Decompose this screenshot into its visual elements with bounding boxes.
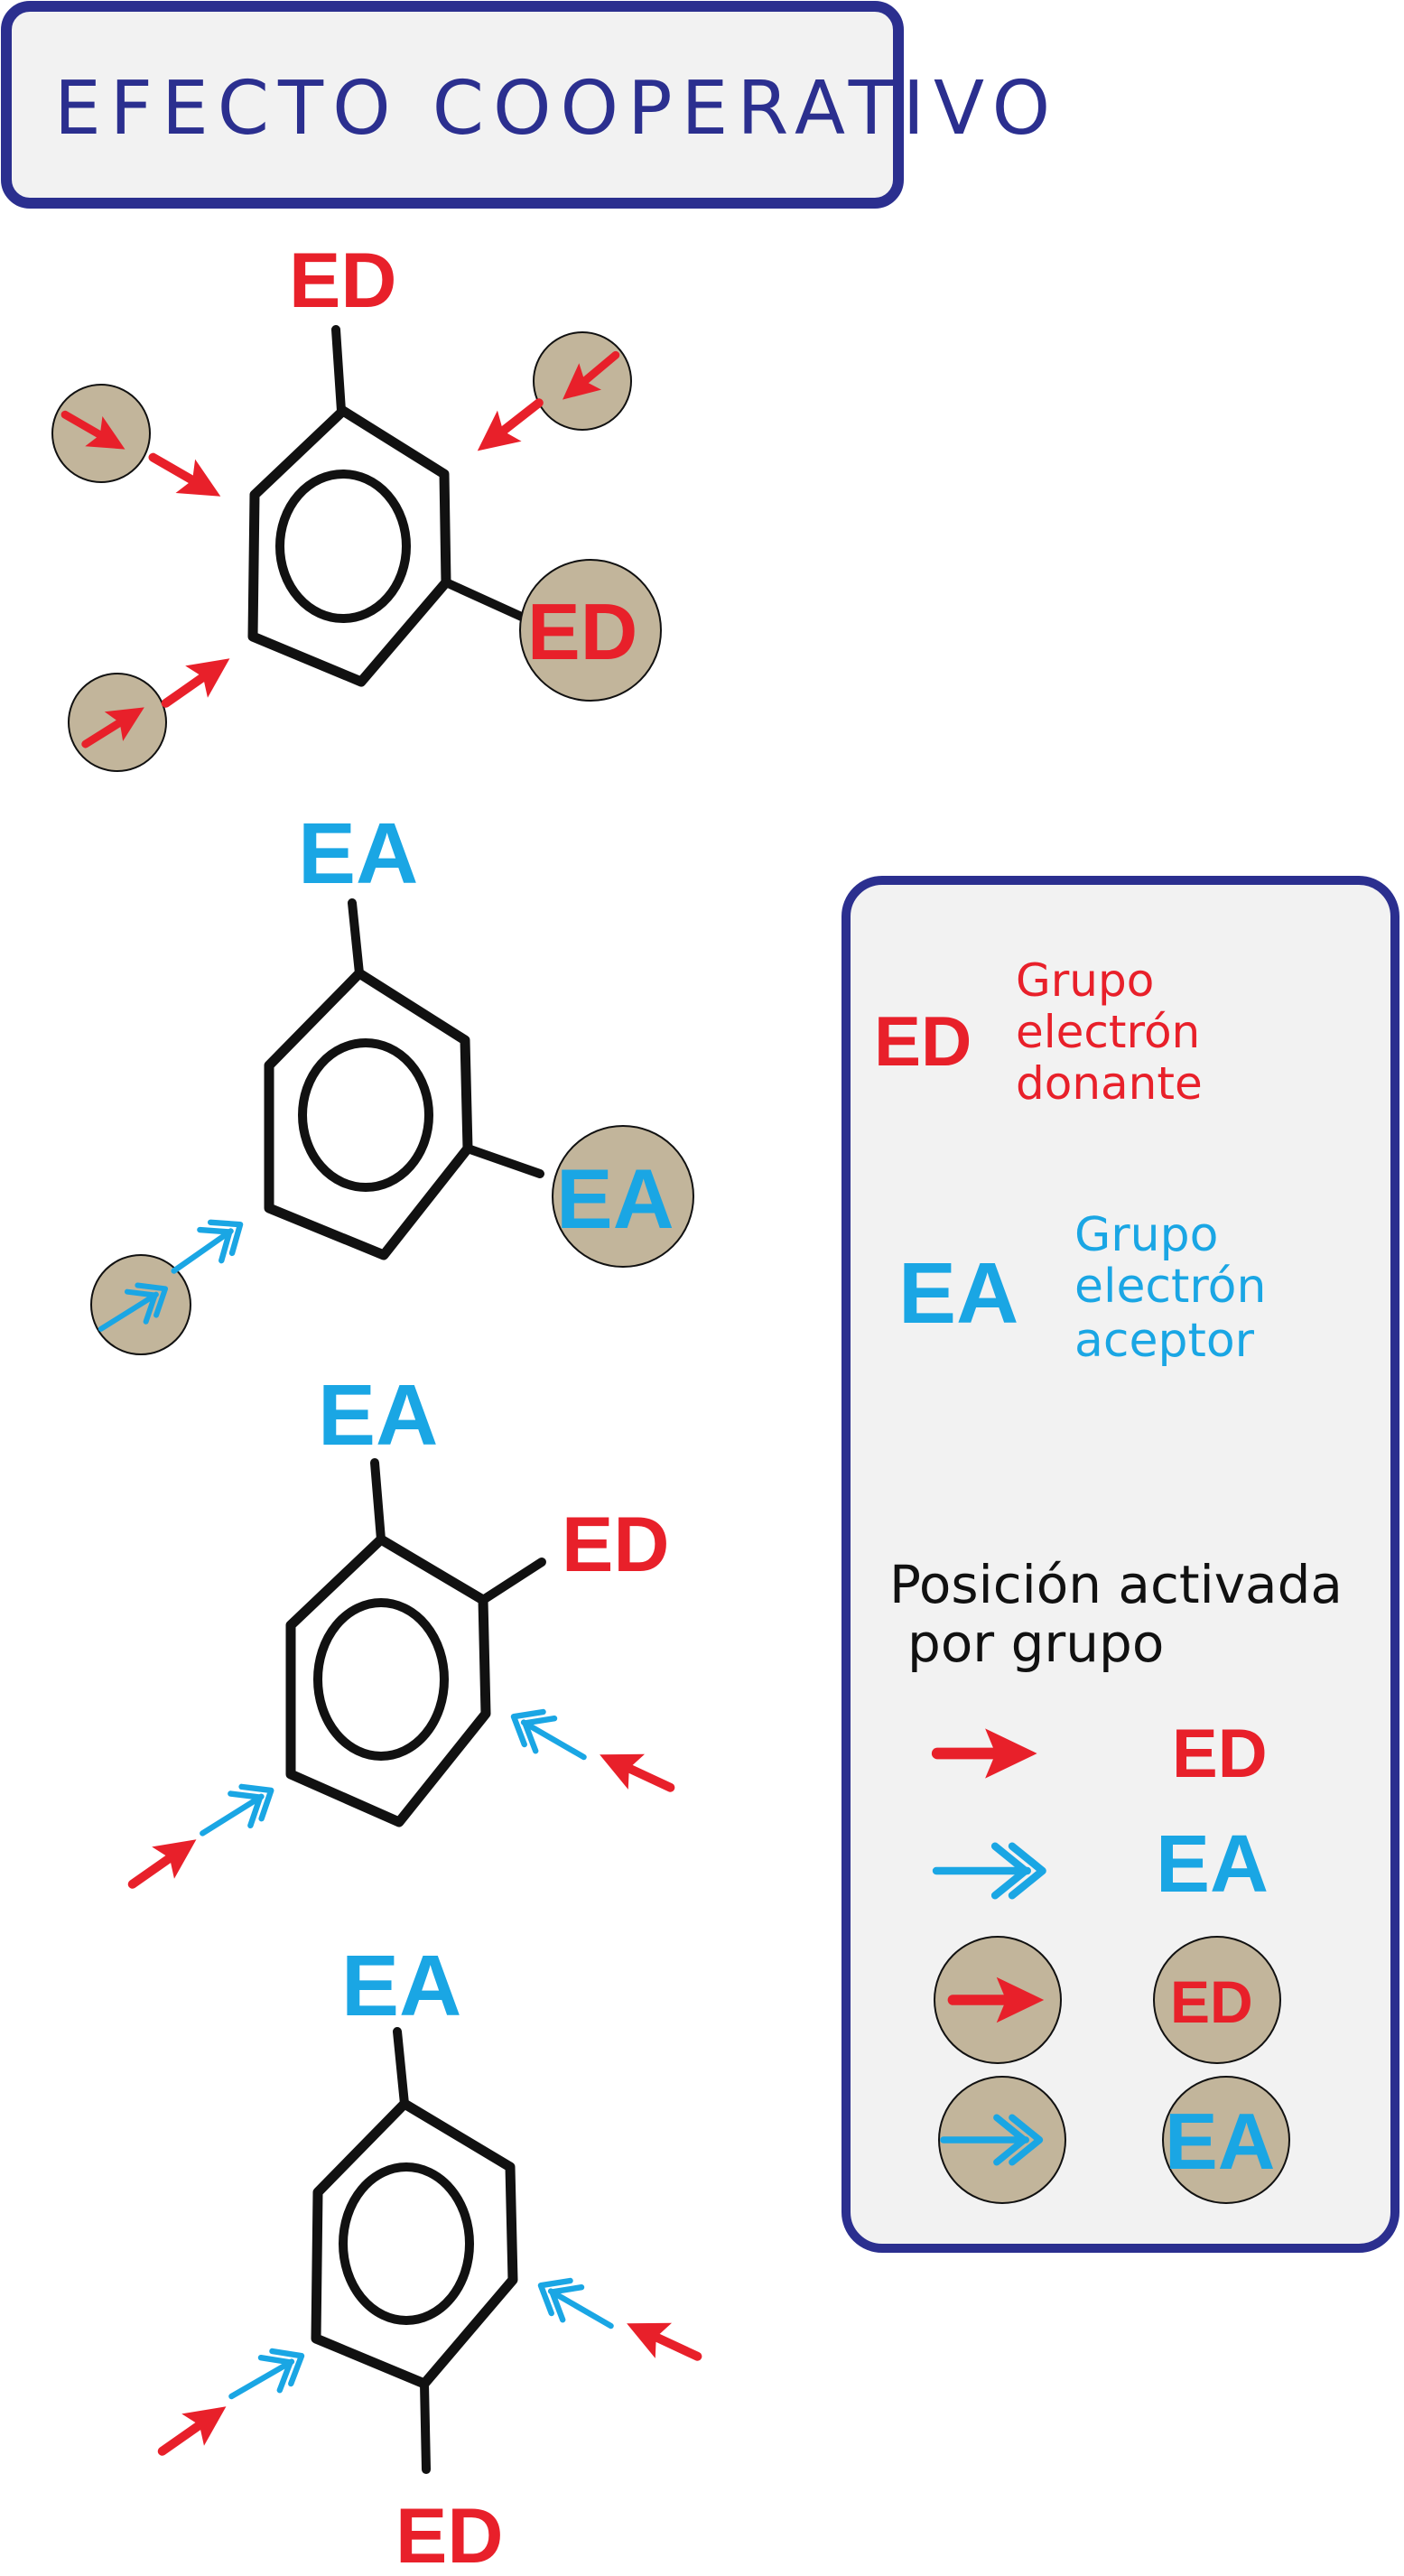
- legend-panel: ED Grupo electrón donante EA Grupo elect…: [841, 876, 1399, 2253]
- legend-donor-abbr: ED: [874, 1001, 972, 1081]
- molecule-2-bond-side: [463, 1144, 544, 1178]
- legend-activated-title-1: Posición activada: [889, 1554, 1343, 1615]
- legend-frame: [841, 876, 1399, 2253]
- molecule-4-arrow-right: [618, 2306, 706, 2375]
- molecule-2-aromatic-circle: [298, 1038, 433, 1192]
- molecule-1-side-label: ED: [527, 587, 637, 676]
- molecule-4-double-arrow-right: [532, 2269, 620, 2342]
- molecule-1-top-label: ED: [289, 237, 396, 324]
- molecule-3-top-label: EA: [318, 1367, 438, 1464]
- molecule-2-bond-top: [348, 898, 364, 978]
- page-title: EFECTO COOPERATIVO: [54, 66, 1059, 152]
- molecule-meta-donor-donor: ED ED: [51, 237, 662, 772]
- molecule-2-top-label: EA: [298, 805, 418, 902]
- molecule-3-bond-top: [370, 1458, 386, 1544]
- molecule-3-bond-side: [479, 1558, 546, 1604]
- molecule-3-double-arrow-left: [192, 1774, 281, 1849]
- molecule-2-side-circle: [552, 1125, 694, 1268]
- title-frame: [1, 1, 904, 209]
- molecule-1-ring: [247, 405, 451, 687]
- legend-donor-desc-3: donante: [1016, 1057, 1203, 1110]
- molecule-4-bottom-label: ED: [395, 2493, 503, 2576]
- legend-acceptor-desc-2: electrón: [1074, 1260, 1266, 1314]
- legend-donor-desc-2: electrón: [1016, 1006, 1200, 1058]
- legend-donor-desc-1: Grupo: [1016, 954, 1154, 1007]
- molecule-4-top-label: EA: [341, 1938, 461, 2034]
- legend-acceptor-desc-3: aceptor: [1074, 1314, 1255, 1368]
- molecule-1-aromatic-circle: [275, 470, 411, 623]
- molecule-1-arrow-a: [144, 441, 230, 514]
- molecule-3-arrow-left: [121, 1824, 208, 1901]
- molecule-meta-acceptor-acceptor: EA EA: [91, 805, 694, 1355]
- molecule-3-arrow-right: [591, 1737, 679, 1806]
- legend-row-4-label: EA: [1165, 2097, 1275, 2186]
- molecule-1-arrow-b: [465, 387, 551, 466]
- molecule-ortho-acceptor-donor: EA ED: [121, 1367, 678, 1901]
- molecule-1-bond-side: [442, 578, 530, 623]
- molecule-3-double-arrow-right: [505, 1700, 593, 1773]
- title-box: EFECTO COOPERATIVO: [1, 1, 1059, 209]
- molecule-1-arrow-c: [154, 643, 241, 720]
- legend-row-4-label-circle: [1162, 2076, 1290, 2204]
- molecule-4-aromatic-circle: [339, 2162, 474, 2325]
- molecule-4-double-arrow-left: [222, 2339, 311, 2413]
- molecule-4-arrow-left: [151, 2391, 237, 2468]
- legend-row-1-label: ED: [1172, 1716, 1268, 1792]
- molecule-1-bond-top: [331, 325, 346, 415]
- legend-acceptor-abbr: EA: [898, 1245, 1018, 1342]
- molecule-4-bond-top: [393, 2027, 409, 2108]
- legend-acceptor-desc-1: Grupo: [1074, 1208, 1218, 1262]
- molecule-2-ring: [264, 968, 473, 1260]
- legend-row-3-label: ED: [1170, 1968, 1253, 2035]
- legend-activated-title-2: por grupo: [907, 1613, 1164, 1674]
- molecule-3-aromatic-circle: [313, 1598, 449, 1761]
- legend-row-2-label: EA: [1156, 1819, 1269, 1910]
- molecule-para-acceptor-donor: EA ED: [151, 1938, 705, 2576]
- legend-row-3-label-circle: [1153, 1936, 1281, 2064]
- molecule-1-side-circle: [519, 559, 662, 702]
- molecule-4-bond-bottom: [420, 2379, 431, 2474]
- molecule-2-side-label: EA: [556, 1151, 674, 1246]
- molecule-3-side-label: ED: [562, 1502, 669, 1588]
